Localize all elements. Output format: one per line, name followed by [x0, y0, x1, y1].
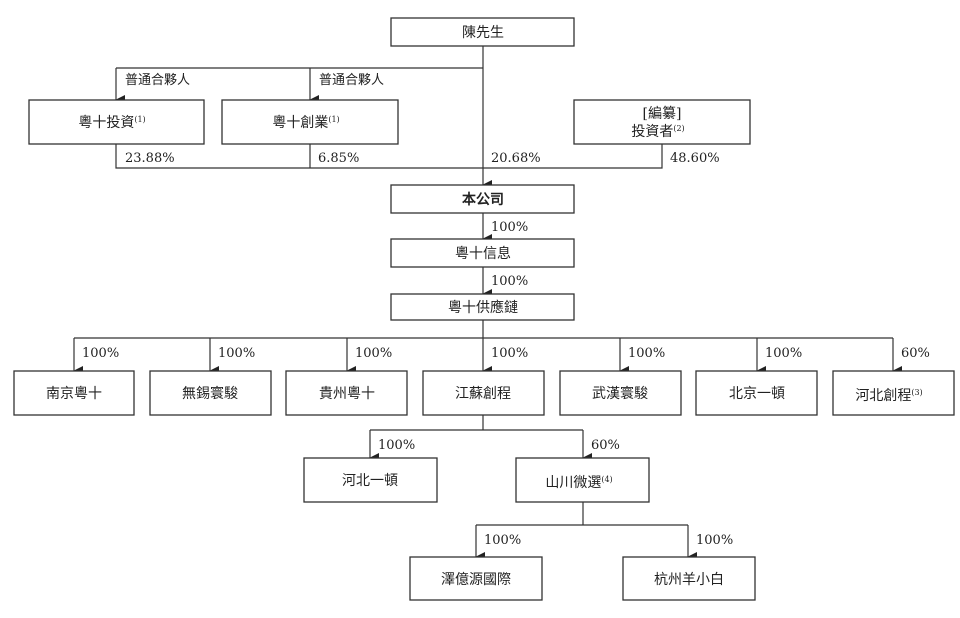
pct-label: 100%: [765, 346, 802, 361]
node-label: 北京一頓: [729, 386, 785, 402]
pct-label: 100%: [484, 533, 521, 548]
gp-label: 普通合夥人: [125, 73, 190, 88]
footnote-marker: (3): [911, 388, 922, 397]
relation-labels: 普通合夥人 普通合夥人 23.88% 6.85% 20.68% 48.60% 1…: [82, 73, 930, 548]
node-label: 武漢寰駿: [592, 386, 648, 402]
footnote-marker: (1): [134, 115, 145, 124]
svg-text:粵十創業(1): 粵十創業(1): [272, 115, 339, 131]
pct-label: 100%: [491, 220, 528, 235]
node-chen: 陳先生: [390, 17, 575, 47]
node-label: 陳先生: [462, 25, 504, 41]
node-label: 杭州羊小白: [654, 572, 724, 588]
svg-text:投資者(2): 投資者(2): [631, 124, 684, 140]
node-label: 江蘇創程: [455, 386, 511, 402]
connectors: [73, 46, 902, 562]
pct-label: 100%: [378, 438, 415, 453]
pct-label: 100%: [628, 346, 665, 361]
pct-label: 60%: [901, 346, 930, 361]
pct-label: 23.88%: [125, 151, 175, 166]
node-company: 本公司: [390, 184, 575, 214]
node-yueshi-venture: 粵十創業(1): [221, 99, 399, 145]
node-label: 河北一頓: [342, 473, 398, 489]
node-label: 粵十信息: [455, 245, 511, 262]
node-yueshi-supply-chain: 粵十供應鏈: [390, 293, 575, 321]
node-label: 粵十投資: [78, 115, 134, 131]
node-label: 山川微選: [545, 475, 601, 491]
node-label: 投資者: [631, 124, 673, 140]
node-beijing-yidun: 北京一頓: [695, 370, 818, 416]
node-wuhan-huanjun: 武漢寰駿: [559, 370, 682, 416]
pct-label: 100%: [218, 346, 255, 361]
node-label: 粵十供應鏈: [448, 299, 518, 316]
node-yueshi-investment: 粵十投資(1): [28, 99, 205, 145]
pct-label: 100%: [82, 346, 119, 361]
pct-label: 20.68%: [491, 151, 541, 166]
pct-label: 48.60%: [670, 151, 720, 166]
node-shanchuan-weixuan: 山川微選(4): [515, 457, 650, 503]
node-label: 澤億源國際: [441, 572, 511, 588]
node-hebei-yidun: 河北一頓: [303, 457, 438, 503]
svg-text:粵十投資(1): 粵十投資(1): [78, 115, 145, 131]
node-nanjing-yueshi: 南京粵十: [13, 370, 135, 416]
pct-label: 60%: [591, 438, 620, 453]
footnote-marker: (4): [601, 475, 612, 484]
pct-label: 100%: [491, 274, 528, 289]
node-label: [編纂]: [643, 105, 682, 122]
gp-label: 普通合夥人: [319, 73, 384, 88]
node-label: 本公司: [462, 191, 504, 208]
node-jiangsu-chuangcheng: 江蘇創程: [422, 370, 545, 416]
node-hangzhou-yangxiaobai: 杭州羊小白: [622, 556, 756, 601]
svg-text:山川微選(4): 山川微選(4): [545, 475, 612, 491]
pct-label: 6.85%: [318, 151, 359, 166]
node-label: 南京粵十: [46, 386, 102, 402]
pct-label: 100%: [696, 533, 733, 548]
node-label: 貴州粵十: [319, 386, 375, 402]
node-wuxi-huanjun: 無錫寰駿: [149, 370, 272, 416]
node-investors: [編纂] 投資者(2): [573, 99, 751, 145]
node-hebei-chuangcheng: 河北創程(3): [832, 370, 955, 416]
node-label: 河北創程: [855, 388, 911, 404]
footnote-marker: (2): [673, 124, 684, 133]
footnote-marker: (1): [328, 115, 339, 124]
node-label: 粵十創業: [272, 115, 328, 131]
pct-label: 100%: [491, 346, 528, 361]
node-guizhou-yueshi: 貴州粵十: [285, 370, 408, 416]
node-label: 無錫寰駿: [182, 386, 238, 402]
pct-label: 100%: [355, 346, 392, 361]
node-yueshi-info: 粵十信息: [390, 238, 575, 268]
node-zeyiyuan-intl: 澤億源國際: [409, 556, 543, 601]
svg-text:河北創程(3): 河北創程(3): [855, 388, 922, 404]
